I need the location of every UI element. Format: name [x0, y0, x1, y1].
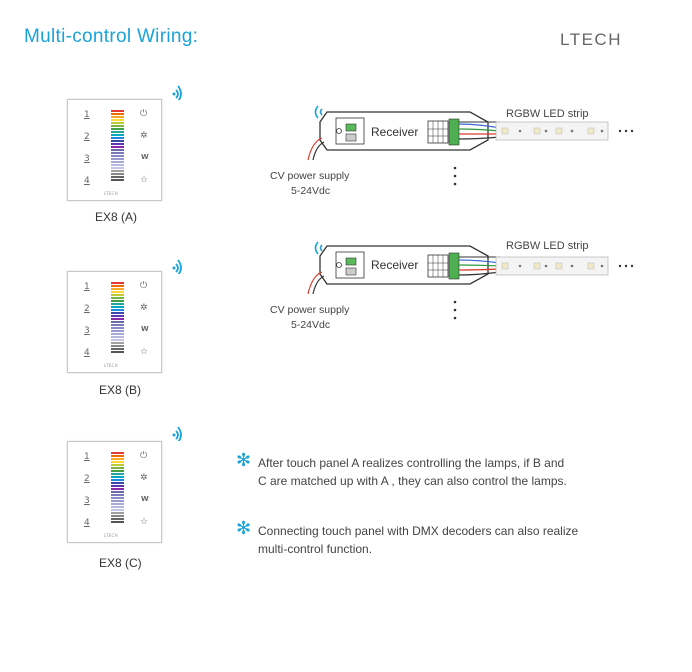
page-title: Multi-control Wiring: — [24, 26, 199, 47]
asterisk-icon: ✻ — [236, 518, 252, 538]
wireless-signal-icon — [314, 241, 323, 255]
color-slider — [111, 110, 124, 182]
zone-4-label: 4 — [84, 518, 90, 528]
zone-1-label: 1 — [84, 282, 90, 292]
zone-3-label: 3 — [84, 496, 90, 506]
wireless-signal-icon — [172, 423, 186, 445]
touch-panel-c: 1 2 3 4 ⏻ ✲ W ☆ LTECH — [67, 441, 162, 543]
color-slider — [111, 282, 124, 354]
power-supply-label: CV power supply — [270, 170, 350, 182]
scene-icon: ☆ — [140, 175, 149, 185]
brand-logo: LTECH — [560, 30, 622, 49]
asterisk-icon: ✻ — [236, 450, 252, 470]
receiver-label: Receiver — [371, 258, 418, 272]
panel-b-label: EX8 (B) — [99, 383, 142, 397]
scene-icon: ☆ — [140, 347, 149, 357]
color-slider — [111, 452, 124, 524]
strip-label: RGBW LED strip — [506, 108, 589, 120]
receiver-unit-2: Receiver RGBW LED strip CV power supply … — [270, 240, 634, 331]
receiver-label: Receiver — [371, 125, 418, 139]
zone-3-label: 3 — [84, 154, 90, 164]
white-icon: W — [141, 495, 149, 503]
wireless-signal-icon — [172, 82, 186, 104]
power-icon: ⏻ — [140, 451, 148, 461]
voltage-label: 5-24Vdc — [291, 185, 330, 197]
white-icon: W — [141, 153, 149, 161]
brightness-icon: ✲ — [140, 303, 148, 313]
zone-4-label: 4 — [84, 348, 90, 358]
panel-c-label: EX8 (C) — [99, 556, 142, 570]
scene-icon: ☆ — [140, 517, 149, 527]
power-icon: ⏻ — [140, 281, 148, 291]
note-2-text: Connecting touch panel with DMX decoders… — [258, 524, 579, 556]
voltage-label: 5-24Vdc — [291, 319, 330, 331]
wireless-signal-icon — [314, 105, 323, 119]
strip-label: RGBW LED strip — [506, 240, 589, 252]
power-icon: ⏻ — [140, 109, 148, 119]
note-1-text: After touch panel A realizes controlling… — [258, 456, 567, 488]
wireless-signal-icon — [172, 256, 186, 278]
zone-2-label: 2 — [84, 132, 90, 142]
note-2: ✻ Connecting touch panel with DMX decode… — [236, 518, 579, 558]
touch-panel-a: 1 2 3 4 ⏻ ✲ W ☆ LTECH — [67, 99, 162, 201]
panel-a-label: EX8 (A) — [95, 210, 138, 224]
zone-2-label: 2 — [84, 474, 90, 484]
receiver-unit-1: Receiver RGBW LED strip CV power supply … — [270, 105, 634, 197]
zone-1-label: 1 — [84, 452, 90, 462]
zone-1-label: 1 — [84, 110, 90, 120]
power-supply-label: CV power supply — [270, 304, 350, 316]
panel-brand: LTECH — [104, 533, 118, 538]
touch-panel-b: 1 2 3 4 ⏻ ✲ W ☆ LTECH — [67, 271, 162, 373]
note-1: ✻ After touch panel A realizes controlli… — [236, 450, 567, 490]
zone-2-label: 2 — [84, 304, 90, 314]
white-icon: W — [141, 325, 149, 333]
brightness-icon: ✲ — [140, 131, 148, 141]
zone-4-label: 4 — [84, 176, 90, 186]
brightness-icon: ✲ — [140, 473, 148, 483]
zone-3-label: 3 — [84, 326, 90, 336]
panel-brand: LTECH — [104, 363, 118, 368]
panel-brand: LTECH — [104, 191, 118, 196]
